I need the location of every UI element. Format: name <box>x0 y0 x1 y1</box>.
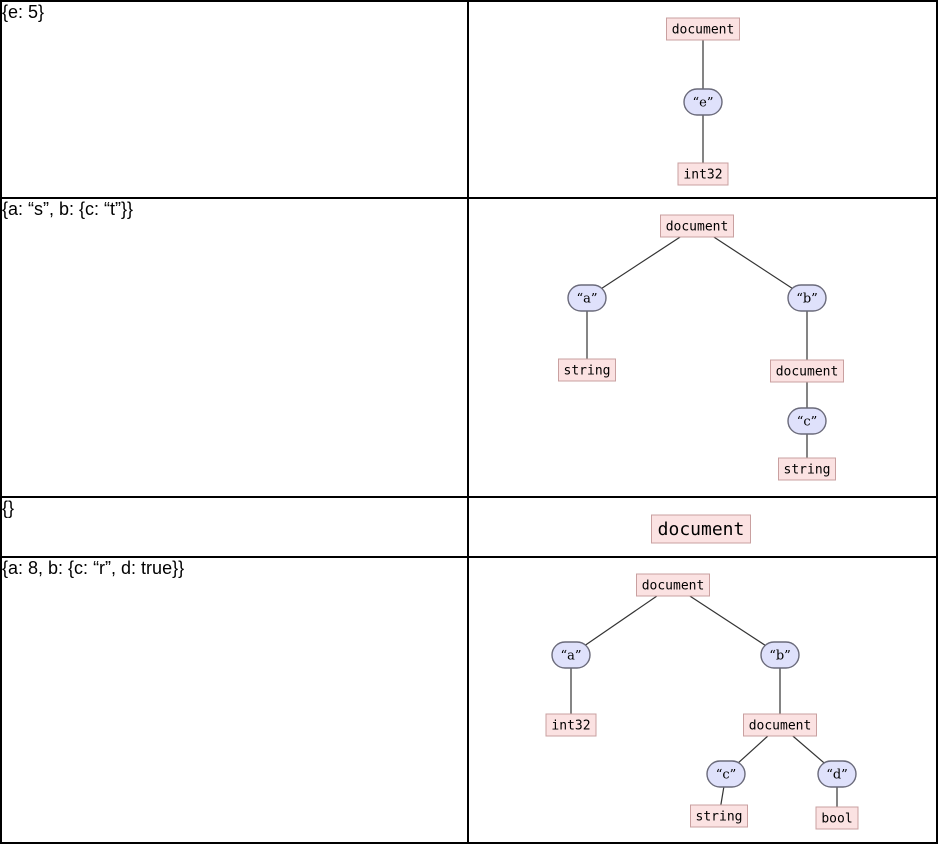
type-label: document <box>776 365 839 380</box>
type-node: document <box>636 573 710 597</box>
schema-tree-cell: document “e” int32 <box>467 0 938 199</box>
type-node: document <box>660 214 734 238</box>
type-box <box>660 214 734 238</box>
key-label: “d” <box>826 768 848 783</box>
type-label: bool <box>821 812 852 827</box>
key-bubble <box>817 760 857 788</box>
schema-tree-cell: document “a” string “b” document “c” string <box>467 197 938 498</box>
type-node: document <box>666 17 740 41</box>
type-box <box>636 573 710 597</box>
type-node: document <box>743 713 817 737</box>
type-node: document <box>770 359 844 383</box>
type-node: document <box>651 514 751 544</box>
schema-tree-cell: document <box>467 496 938 558</box>
field-key-node: “c” <box>787 407 827 435</box>
type-node: int32 <box>677 162 729 186</box>
table-row: {} document <box>0 496 938 558</box>
type-label: document <box>658 519 745 540</box>
document-literal: {a: “s”, b: {c: “t”}} <box>0 197 469 498</box>
type-node: bool <box>815 806 859 830</box>
key-label: “e” <box>693 96 714 111</box>
schema-tree: document “a” string “b” document “c” string <box>558 214 844 481</box>
type-box <box>743 713 817 737</box>
type-box <box>677 162 729 186</box>
type-label: string <box>564 364 611 379</box>
type-box <box>545 713 597 737</box>
document-literal: {e: 5} <box>0 0 469 199</box>
type-box <box>690 804 748 828</box>
document-literal: {} <box>0 496 469 558</box>
key-bubble <box>787 284 827 312</box>
type-node: int32 <box>545 713 597 737</box>
table-row: {e: 5} document “e” int32 <box>0 0 938 199</box>
tree-edge <box>570 584 674 656</box>
key-label: “c” <box>797 415 818 430</box>
type-node: string <box>690 804 748 828</box>
type-label: document <box>666 220 729 235</box>
field-key-node: “d” <box>817 760 857 788</box>
field-key-node: “b” <box>787 284 827 312</box>
tree-edge <box>586 225 698 299</box>
table-row: {a: “s”, b: {c: “t”}} document “a” string “… <box>0 197 938 498</box>
field-key-node: “c” <box>706 760 746 788</box>
type-label: string <box>696 810 743 825</box>
schema-tree: document “a” int32 “b” document “c” string “d” b… <box>545 573 859 830</box>
field-key-node: “b” <box>760 641 800 669</box>
key-bubble <box>567 284 607 312</box>
schema-tree: document “e” int32 <box>666 17 740 186</box>
type-label: int32 <box>683 168 722 183</box>
type-label: string <box>784 463 831 478</box>
field-key-node: “e” <box>683 88 723 116</box>
key-label: “b” <box>796 292 818 307</box>
key-bubble <box>683 88 723 116</box>
tree-edge <box>696 225 808 299</box>
key-label: “b” <box>769 649 791 664</box>
type-label: document <box>672 23 735 38</box>
field-key-node: “a” <box>567 284 607 312</box>
key-bubble <box>787 407 827 435</box>
type-box <box>558 358 616 382</box>
field-key-node: “a” <box>551 641 591 669</box>
type-label: document <box>642 579 705 594</box>
type-box <box>770 359 844 383</box>
key-bubble <box>706 760 746 788</box>
type-box <box>666 17 740 41</box>
tree-edge <box>672 584 781 656</box>
key-bubble <box>551 641 591 669</box>
type-label: document <box>749 719 812 734</box>
type-node: string <box>778 457 836 481</box>
key-label: “a” <box>560 649 581 664</box>
type-node: string <box>558 358 616 382</box>
schema-tree-cell: document “a” int32 “b” document “c” string “d” b… <box>467 556 938 844</box>
key-label: “a” <box>576 292 597 307</box>
type-box <box>778 457 836 481</box>
table-row: {a: 8, b: {c: “r”, d: true}} document “a”… <box>0 556 938 844</box>
type-box <box>815 806 859 830</box>
type-box <box>651 514 751 544</box>
type-label: int32 <box>551 719 590 734</box>
schema-tree: document <box>651 514 751 544</box>
key-label: “c” <box>716 768 737 783</box>
document-literal: {a: 8, b: {c: “r”, d: true}} <box>0 556 469 844</box>
key-bubble <box>760 641 800 669</box>
